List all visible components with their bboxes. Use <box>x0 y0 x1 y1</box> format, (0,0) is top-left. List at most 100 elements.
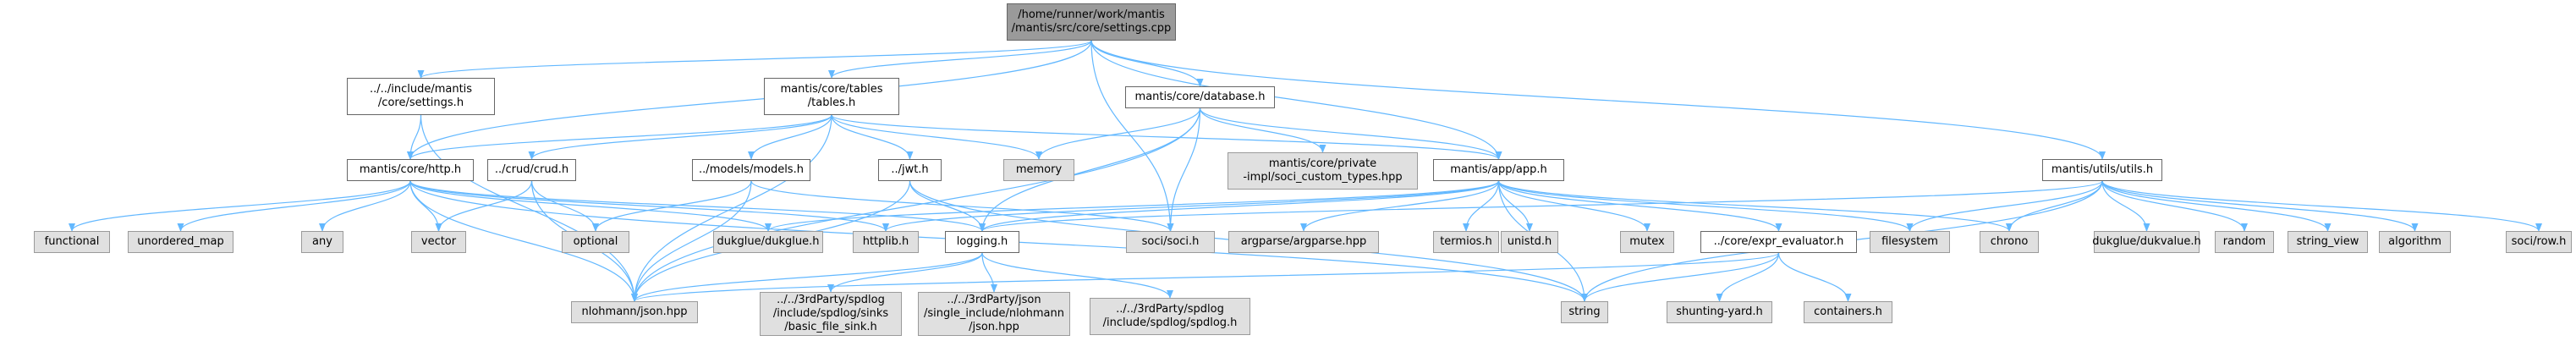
node-label-line: mantis/core/private <box>1268 157 1377 170</box>
node-label-line: ../../3rdParty/json <box>947 294 1041 306</box>
edge-crud-to-vector <box>435 180 533 232</box>
node-label-line: mantis/app/app.h <box>1450 163 1547 176</box>
node-label-line: /tables.h <box>807 96 856 109</box>
edge-http-to-dukglue <box>409 180 772 232</box>
node-label-line: vector <box>420 235 457 248</box>
node-label-line: ../../3rdParty/spdlog <box>1116 303 1224 316</box>
edge-tables-to-memory <box>831 114 1042 160</box>
edge-app-to-logging <box>979 180 1500 232</box>
node-label-line: termios.h <box>1440 235 1492 248</box>
node-logging[interactable]: logging.h <box>945 231 1019 253</box>
node-label-line: shunting-yard.h <box>1676 305 1763 318</box>
node-label-line: memory <box>1015 163 1063 176</box>
node-label-line: chrono <box>1990 235 2029 248</box>
edge-expr-to-string <box>1581 252 1780 302</box>
edge-database-to-soci_types <box>1199 107 1326 153</box>
node-algorithm: algorithm <box>2379 231 2451 253</box>
edge-models-to-optional <box>592 180 752 232</box>
edge-models-to-soci <box>750 180 1174 232</box>
node-string-view: string_view <box>2288 231 2368 253</box>
node-label-line: /basic_file_sink.h <box>784 321 877 333</box>
edge-models-to-json <box>631 180 752 302</box>
edge-tables-to-jwt <box>831 114 914 160</box>
edge-tables-to-app <box>831 114 1502 160</box>
edge-utils-to-algorithm <box>2101 180 2419 232</box>
edge-database-to-memory <box>1035 107 1201 160</box>
node-unistd: unistd.h <box>1501 231 1558 253</box>
edge-utils-to-random <box>2101 180 2248 232</box>
edge-database-to-app <box>1199 107 1502 160</box>
node-random: random <box>2215 231 2274 253</box>
node-json: nlohmann/json.hpp <box>571 301 698 323</box>
node-label-line: mantis/core/database.h <box>1134 91 1266 103</box>
edge-app-to-httplib <box>882 180 1500 232</box>
edge-utils-to-soci_row <box>2101 180 2542 232</box>
node-filesystem: filesystem <box>1870 231 1950 253</box>
node-label-line: /include/spdlog/sinks <box>772 307 889 320</box>
node-expr[interactable]: ../core/expr_evaluator.h <box>1700 231 1857 253</box>
edge-utils-to-logging <box>979 180 2103 232</box>
node-sinks: ../../3rdParty/spdlog/include/spdlog/sin… <box>760 292 902 336</box>
node-label-line: ../crud/crud.h <box>494 163 569 176</box>
node-soci-row: soci/row.h <box>2506 231 2572 253</box>
node-containers: containers.h <box>1804 301 1892 323</box>
node-database[interactable]: mantis/core/database.h <box>1125 86 1275 108</box>
node-json3rd: ../../3rdParty/json/single_include/nlohm… <box>918 292 1070 336</box>
edge-expr-to-containers <box>1777 252 1852 302</box>
edge-settings_cpp-to-include_settings <box>417 40 1092 79</box>
node-label-line: ../jwt.h <box>891 163 929 176</box>
node-label-line: string_view <box>2296 235 2359 248</box>
edge-logging-to-json3rd <box>981 252 997 293</box>
node-label-line: mantis/core/tables <box>780 83 883 96</box>
node-label-line: argparse/argparse.hpp <box>1240 235 1367 248</box>
edge-http-to-logging <box>409 180 986 232</box>
edge-http-to-unordered_map <box>177 180 411 232</box>
node-label-line: dukglue/dukglue.h <box>717 235 820 248</box>
node-label-line: mantis/utils/utils.h <box>2051 163 2154 176</box>
edge-app-to-termios <box>1463 180 1500 232</box>
node-label-line: /json.hpp <box>969 321 1019 333</box>
edge-database-to-soci <box>1167 107 1201 232</box>
node-label-line: filesystem <box>1881 235 1938 248</box>
node-shunting: shunting-yard.h <box>1667 301 1772 323</box>
node-label-line: soci/row.h <box>2511 235 2567 248</box>
edge-utils-to-chrono <box>2006 180 2103 232</box>
node-unordered-map: unordered_map <box>128 231 233 253</box>
node-include-settings[interactable]: ../../include/mantis/core/settings.h <box>347 78 495 115</box>
node-memory: memory <box>1003 159 1074 181</box>
node-models[interactable]: ../models/models.h <box>692 159 810 181</box>
node-jwt[interactable]: ../jwt.h <box>878 159 942 181</box>
edge-tables-to-crud <box>528 114 832 160</box>
node-label-line: ../models/models.h <box>699 163 804 176</box>
node-label-line: /home/runner/work/mantis <box>1018 8 1165 21</box>
edge-jwt-to-logging <box>909 180 986 232</box>
edge-include_settings-to-http <box>407 114 422 160</box>
node-label-line: ../core/expr_evaluator.h <box>1713 235 1844 248</box>
node-utils[interactable]: mantis/utils/utils.h <box>2042 159 2162 181</box>
edge-expr-to-shunting <box>1716 252 1780 302</box>
edge-expr-to-json <box>631 252 1780 302</box>
node-label-line: -impl/soci_custom_types.hpp <box>1243 171 1403 184</box>
node-label-line: string <box>1568 305 1601 318</box>
edge-app-to-dukglue <box>765 180 1500 232</box>
node-label-line: functional <box>44 235 100 248</box>
node-settings-cpp[interactable]: /home/runner/work/mantis/mantis/src/core… <box>1007 3 1176 41</box>
node-label-line: mutex <box>1629 235 1665 248</box>
node-vector: vector <box>411 231 466 253</box>
edge-app-to-mutex <box>1497 180 1651 232</box>
node-label-line: logging.h <box>956 235 1008 248</box>
node-label-line: algorithm <box>2388 235 2441 248</box>
edge-app-to-chrono <box>1497 180 2013 232</box>
node-crud[interactable]: ../crud/crud.h <box>487 159 576 181</box>
node-label-line: containers.h <box>1814 305 1882 318</box>
node-app[interactable]: mantis/app/app.h <box>1433 159 1564 181</box>
edge-logging-to-spdlog <box>981 252 1173 299</box>
node-tables[interactable]: mantis/core/tables/tables.h <box>764 78 899 115</box>
node-termios: termios.h <box>1433 231 1499 253</box>
node-label-line: any <box>312 235 332 248</box>
edge-app-to-filesystem <box>1497 180 1914 232</box>
node-label-line: dukglue/dukvalue.h <box>2092 235 2201 248</box>
node-label-line: nlohmann/json.hpp <box>581 305 688 318</box>
edge-utils-to-filesystem <box>1906 180 2103 232</box>
node-http[interactable]: mantis/core/http.h <box>347 159 474 181</box>
